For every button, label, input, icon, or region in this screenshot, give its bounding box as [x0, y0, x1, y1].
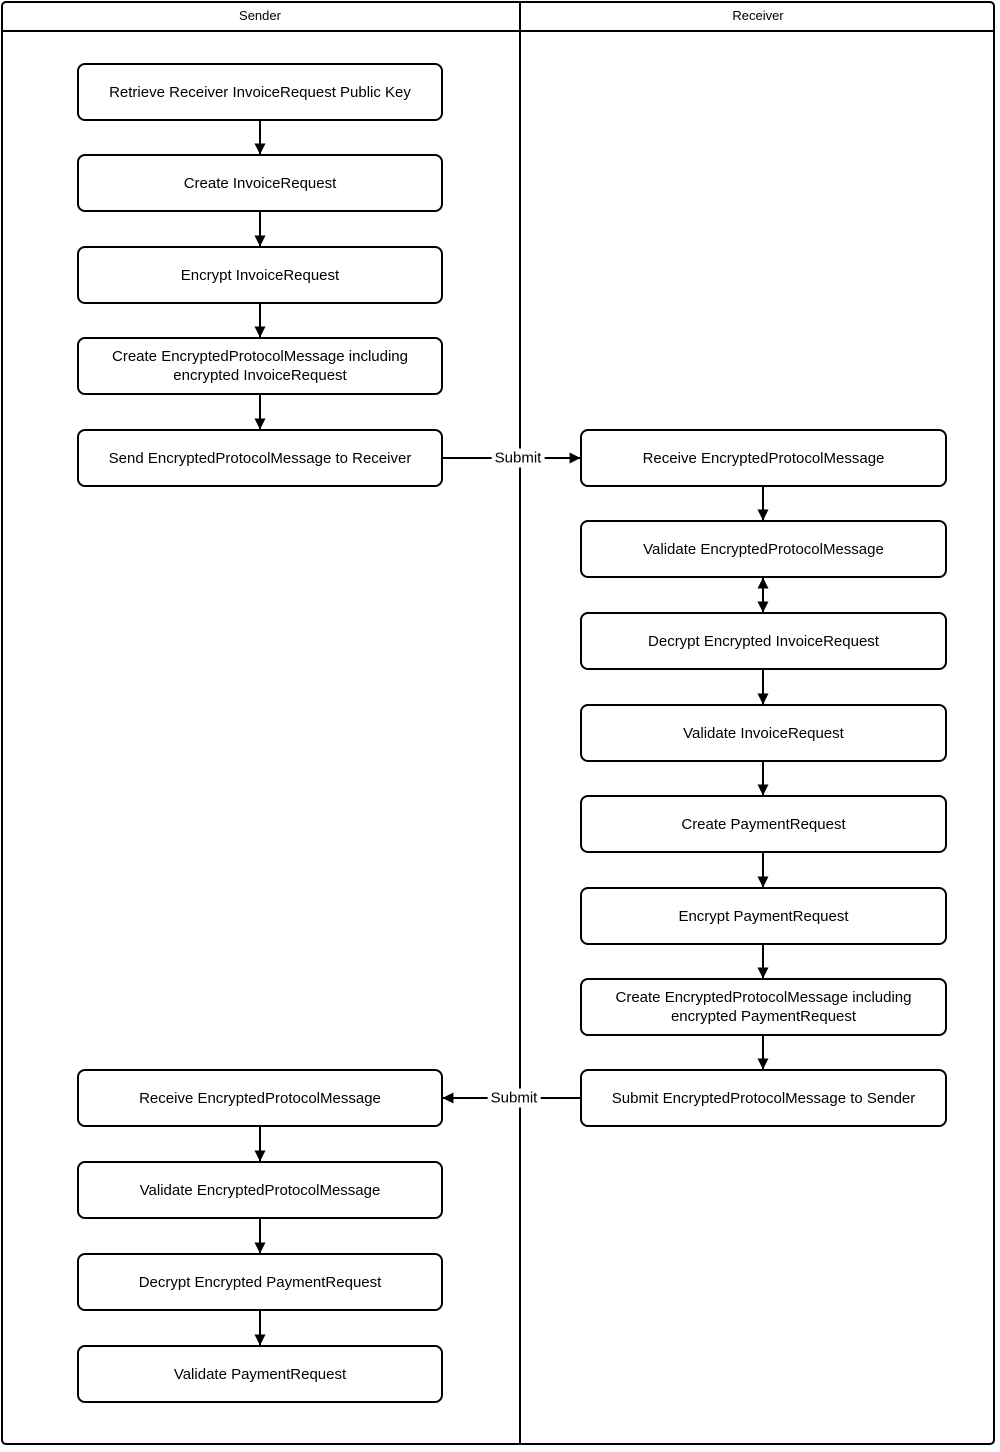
receiver-step-validate-encryptedprotocolmessage-box: Validate EncryptedProtocolMessage	[580, 520, 947, 578]
lane-title-sender: Sender	[239, 8, 281, 23]
node-label: Create EncryptedProtocolMessage includin…	[112, 348, 408, 384]
sender-step-retrieve-public-key-box: Retrieve Receiver InvoiceRequest Public …	[77, 63, 443, 121]
receiver-step-decrypt-invoicerequest-box: Decrypt Encrypted InvoiceRequest	[580, 612, 947, 670]
lane-header-receiver: Receiver	[521, 0, 995, 31]
receiver-step-create-encryptedprotocolmessage-box: Create EncryptedProtocolMessage includin…	[580, 978, 947, 1036]
edge-label-submit-to-sender: Submit	[487, 1088, 541, 1108]
lane-title-receiver: Receiver	[732, 8, 784, 23]
node-label: Decrypt Encrypted InvoiceRequest	[648, 632, 879, 650]
sender-step-create-encryptedprotocolmessage-box: Create EncryptedProtocolMessage includin…	[77, 337, 443, 395]
node-label: Validate EncryptedProtocolMessage	[643, 540, 884, 558]
lane-divider	[519, 1, 521, 1445]
sender-step-encrypt-invoicerequest-box: Encrypt InvoiceRequest	[77, 246, 443, 304]
sender-step-decrypt-paymentrequest-box: Decrypt Encrypted PaymentRequest	[77, 1253, 443, 1311]
node-label: Send EncryptedProtocolMessage to Receive…	[108, 449, 412, 467]
sender-step-validate-paymentrequest-box: Validate PaymentRequest	[77, 1345, 443, 1403]
node-label: Create InvoiceRequest	[183, 174, 337, 192]
receiver-step-create-paymentrequest-box: Create PaymentRequest	[580, 795, 947, 853]
node-label: Validate InvoiceRequest	[683, 724, 844, 742]
receiver-step-validate-invoicerequest-box: Validate InvoiceRequest	[580, 704, 947, 762]
node-label: Receive EncryptedProtocolMessage	[642, 449, 885, 467]
node-label: Receive EncryptedProtocolMessage	[139, 1089, 381, 1107]
edge-label-submit-to-receiver: Submit	[491, 448, 545, 468]
node-label: Create PaymentRequest	[681, 815, 846, 833]
node-label: Validate PaymentRequest	[173, 1365, 347, 1383]
receiver-step-submit-encryptedprotocolmessage-box: Submit EncryptedProtocolMessage to Sende…	[580, 1069, 947, 1127]
receiver-step-encrypt-paymentrequest-box: Encrypt PaymentRequest	[580, 887, 947, 945]
lane-header-sender: Sender	[1, 0, 519, 31]
sender-step-send-encryptedprotocolmessage-box: Send EncryptedProtocolMessage to Receive…	[77, 429, 443, 487]
node-label: Submit EncryptedProtocolMessage to Sende…	[611, 1089, 916, 1107]
node-label: Decrypt Encrypted PaymentRequest	[138, 1273, 382, 1291]
node-label: Encrypt InvoiceRequest	[180, 266, 340, 284]
node-label: Create EncryptedProtocolMessage includin…	[615, 989, 912, 1025]
sender-step-create-invoicerequest-box: Create InvoiceRequest	[77, 154, 443, 212]
sender-step-receive-encryptedprotocolmessage-box: Receive EncryptedProtocolMessage	[77, 1069, 443, 1127]
receiver-step-receive-encryptedprotocolmessage-box: Receive EncryptedProtocolMessage	[580, 429, 947, 487]
node-label: Retrieve Receiver InvoiceRequest Public …	[109, 83, 411, 101]
node-label: Validate EncryptedProtocolMessage	[139, 1181, 381, 1199]
node-label: Encrypt PaymentRequest	[678, 907, 849, 925]
sender-step-validate-encryptedprotocolmessage-box: Validate EncryptedProtocolMessage	[77, 1161, 443, 1219]
lane-header-divider	[1, 30, 995, 32]
